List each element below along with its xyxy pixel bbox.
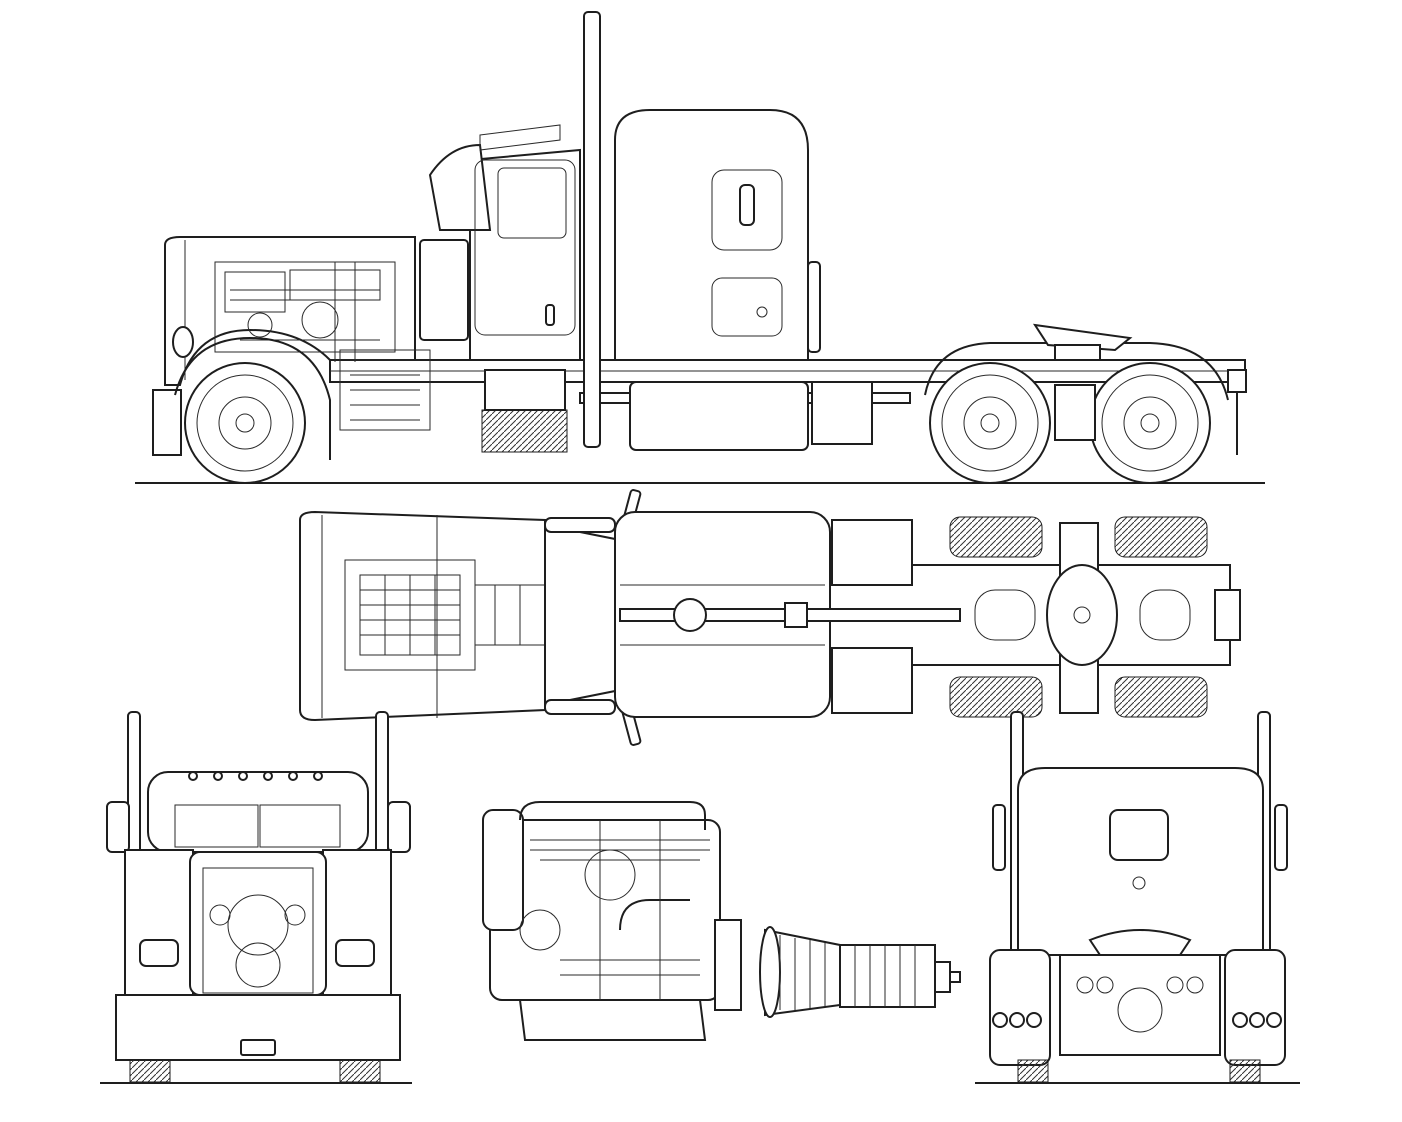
rear-window — [1109, 809, 1169, 861]
front-fender — [174, 337, 331, 460]
front-view — [100, 711, 412, 1084]
fuel-tank — [629, 381, 809, 451]
front-wheel — [184, 362, 306, 484]
rear-fender — [924, 342, 1229, 401]
license-plate — [240, 1039, 276, 1056]
grille — [189, 851, 327, 996]
engine-view — [482, 801, 742, 1041]
rear-fender-left — [989, 949, 1051, 1066]
mirror-left — [106, 801, 130, 853]
rear-fifth-wheel — [1088, 929, 1192, 956]
transmission-view — [759, 926, 961, 1018]
headlight-left — [139, 939, 179, 967]
cab — [469, 148, 581, 361]
headlight — [172, 326, 194, 358]
cab-door — [474, 159, 576, 336]
tail-lights — [992, 1012, 1282, 1028]
front-engine — [202, 867, 314, 994]
top-tank — [831, 519, 913, 586]
hood — [164, 236, 416, 386]
rear-view — [975, 711, 1300, 1084]
sleeper-window — [739, 184, 755, 226]
door-handle — [545, 304, 555, 326]
mirror-right — [387, 801, 411, 853]
step-box — [481, 409, 568, 453]
top-rear-tires — [949, 516, 1241, 718]
top-view — [299, 489, 1241, 746]
rear-sleeper — [1017, 767, 1264, 956]
rear-fender-right — [1224, 949, 1286, 1066]
rear-wheel-1 — [929, 362, 1051, 484]
rear-wheel-2 — [1089, 362, 1211, 484]
fifth-wheel — [1032, 323, 1133, 352]
cab-window — [497, 167, 567, 239]
headlight-right — [335, 939, 375, 967]
exhaust-stack — [583, 11, 601, 448]
air-cleaner — [419, 239, 469, 341]
roof-lights — [188, 771, 323, 781]
engine-detail — [214, 261, 431, 431]
front-bumper — [152, 389, 182, 456]
windshield — [428, 143, 492, 231]
top-hood — [299, 510, 546, 722]
side-view — [135, 11, 1265, 484]
top-cab — [544, 523, 621, 707]
